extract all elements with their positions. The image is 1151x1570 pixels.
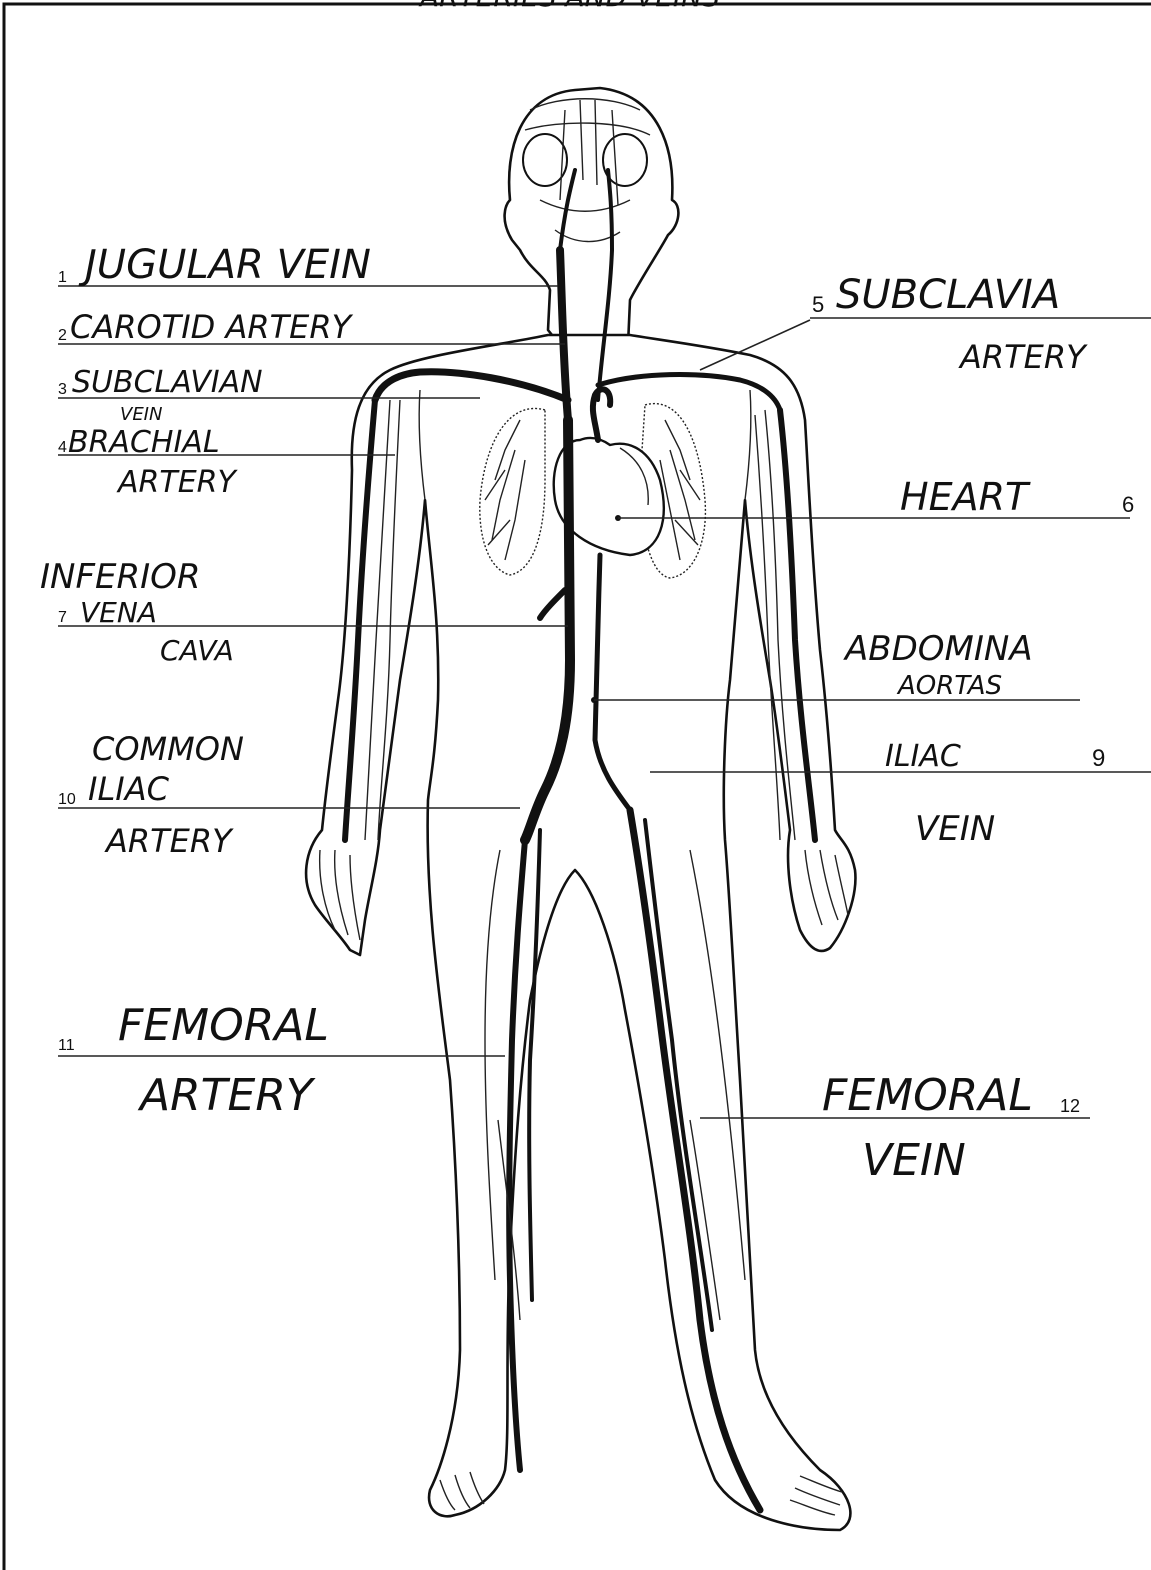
label-text-2: VEIN bbox=[120, 404, 162, 425]
label-text: BRACHIAL bbox=[68, 425, 220, 460]
label-text-2: VEIN bbox=[862, 1135, 966, 1186]
label-text: ILIAC bbox=[88, 770, 170, 808]
label-text: FEMORAL bbox=[822, 1070, 1033, 1121]
label-text-2: AORTAS bbox=[896, 671, 1002, 701]
label-text-0: COMMON bbox=[92, 730, 244, 768]
label-8: ABDOMINA AORTAS bbox=[843, 629, 1033, 701]
body-figure bbox=[306, 88, 855, 1530]
label-text: ABDOMINA bbox=[843, 629, 1033, 669]
label-text-0: INFERIOR bbox=[40, 557, 201, 597]
label-7: INFERIOR 7 VENA CAVA bbox=[40, 557, 234, 667]
label-text: JUGULAR VEIN bbox=[78, 242, 371, 288]
label-text-2: CAVA bbox=[160, 634, 234, 667]
label-text-2: ARTERY bbox=[958, 338, 1088, 376]
label-5: 5 SUBCLAVIA ARTERY bbox=[812, 272, 1088, 376]
label-number: 4 bbox=[58, 439, 67, 456]
label-text-2: ARTERY bbox=[116, 465, 238, 500]
label-1: 1 JUGULAR VEIN bbox=[58, 242, 371, 288]
label-number: 7 bbox=[58, 609, 67, 626]
label-number: 9 bbox=[1092, 745, 1105, 772]
label-number: 5 bbox=[812, 292, 824, 317]
label-text: ILIAC bbox=[885, 739, 961, 774]
label-3: 3 SUBCLAVIAN VEIN bbox=[58, 365, 263, 425]
label-4: 4 BRACHIAL ARTERY bbox=[58, 425, 238, 500]
title-fragment: ARTERIES AND VEINS bbox=[418, 0, 720, 13]
label-number: 3 bbox=[58, 381, 67, 398]
label-number: 11 bbox=[58, 1037, 75, 1054]
label-text: SUBCLAVIAN bbox=[72, 365, 263, 400]
label-12: FEMORAL 12 VEIN bbox=[822, 1070, 1080, 1186]
label-number: 6 bbox=[1122, 492, 1134, 517]
label-11: 11 FEMORAL ARTERY bbox=[58, 1000, 329, 1121]
label-text-2: ARTERY bbox=[104, 822, 234, 860]
label-text: FEMORAL bbox=[118, 1000, 329, 1051]
label-6: HEART 6 bbox=[900, 475, 1134, 519]
label-text: CAROTID ARTERY bbox=[70, 308, 354, 346]
label-number: 10 bbox=[58, 791, 76, 808]
label-2: 2 CAROTID ARTERY bbox=[58, 308, 354, 346]
label-10: COMMON 10 ILIAC ARTERY bbox=[58, 730, 244, 860]
label-number: 1 bbox=[58, 269, 67, 286]
label-text: SUBCLAVIA bbox=[836, 272, 1060, 318]
label-text: HEART bbox=[900, 475, 1031, 519]
label-number: 12 bbox=[1060, 1096, 1080, 1116]
label-text-2: VEIN bbox=[915, 809, 995, 849]
label-number: 2 bbox=[58, 327, 67, 344]
label-text-2: ARTERY bbox=[137, 1070, 316, 1121]
label-text: VENA bbox=[80, 596, 157, 629]
label-9: ILIAC 9 VEIN bbox=[885, 739, 1105, 849]
